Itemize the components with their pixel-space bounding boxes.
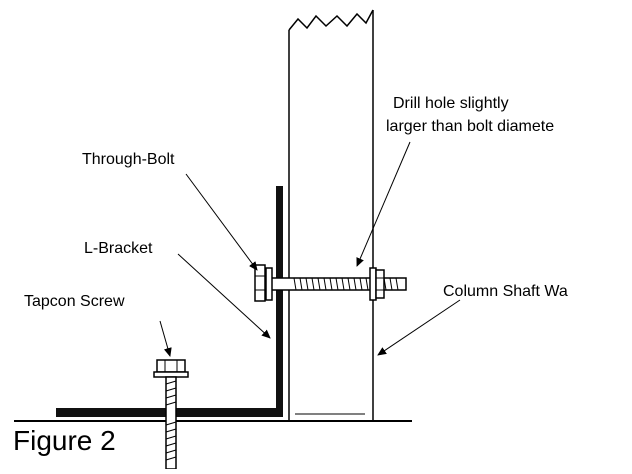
column-shaft bbox=[288, 9, 374, 421]
right-washer bbox=[369, 267, 377, 301]
tapcon-threads bbox=[165, 380, 177, 461]
tapcon-screw-label: Tapcon Screw bbox=[24, 293, 125, 310]
l-bracket-label: L-Bracket bbox=[84, 240, 153, 257]
drill-hole-label-line2: larger than bolt diamete bbox=[386, 118, 554, 135]
tapcon-screw-head bbox=[156, 359, 186, 373]
through-bolt bbox=[254, 264, 407, 302]
through-bolt-label: Through-Bolt bbox=[82, 151, 175, 168]
tapcon-leader bbox=[159, 320, 172, 357]
left-washer bbox=[265, 267, 273, 301]
column-shaft-leader bbox=[377, 299, 461, 356]
drill-hole-label-line1: Drill hole slightly bbox=[393, 95, 509, 112]
tapcon-screw bbox=[153, 359, 189, 470]
l-bracket-vertical-leg bbox=[276, 186, 283, 417]
column-shaft-wall-label: Column Shaft Wa bbox=[443, 283, 568, 300]
bolt-head bbox=[254, 264, 266, 302]
figure-caption: Figure 2 bbox=[13, 425, 116, 456]
column-break-line bbox=[288, 9, 374, 31]
drill-hole-leader bbox=[356, 141, 411, 267]
bolt-threads bbox=[293, 277, 399, 291]
through-bolt-leader bbox=[185, 173, 258, 271]
bolt-nut bbox=[375, 269, 385, 299]
l-bracket-leader bbox=[177, 253, 271, 339]
